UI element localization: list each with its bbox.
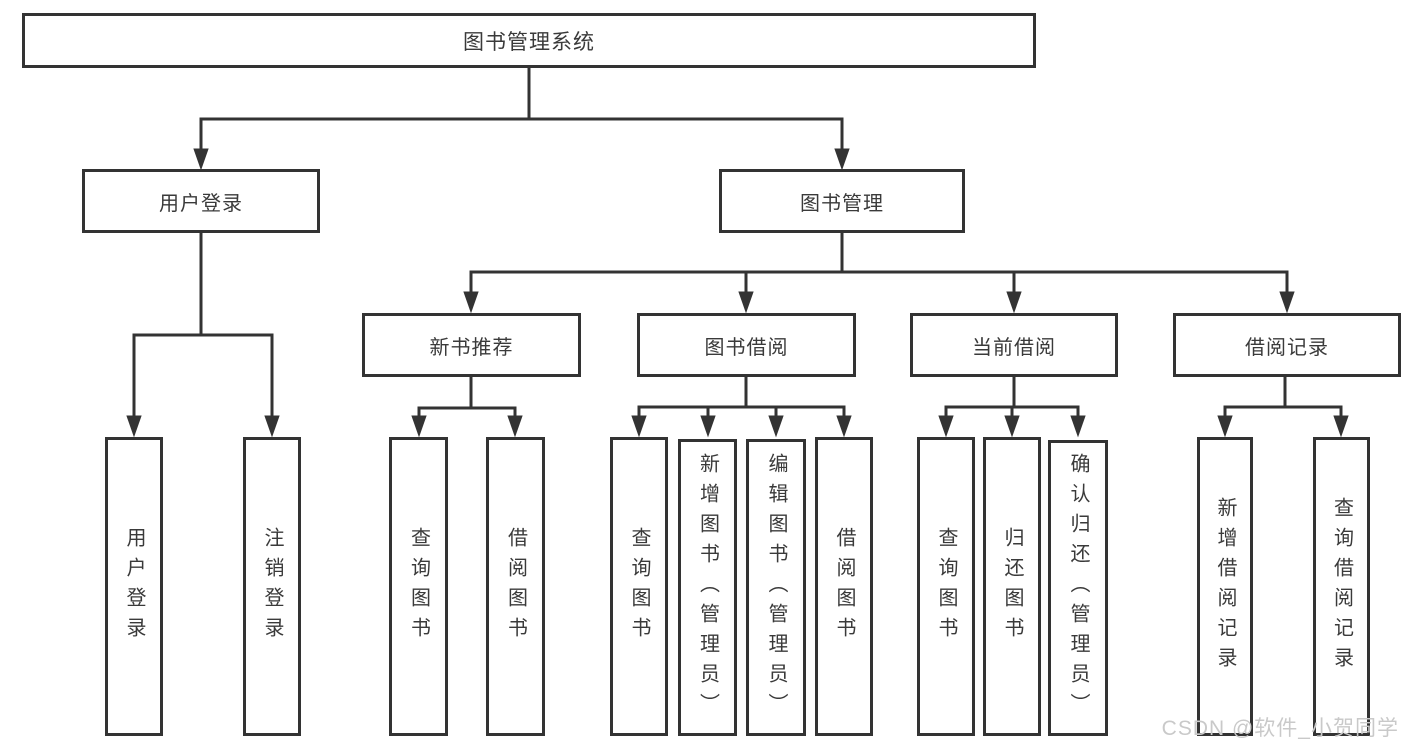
connector-recommend-to-leaves [411,377,523,438]
leaf-borrow-book-recommend: 借阅图书 [486,437,545,736]
node-borrow-record: 借阅记录 [1173,313,1401,377]
node-book-management: 图书管理 [719,169,965,233]
leaf-return-book: 归还图书 [983,437,1041,736]
leaf-user-login: 用户登录 [105,437,163,736]
node-new-book-recommend: 新书推荐 [362,313,581,377]
leaf-borrow-book-borrow: 借阅图书 [815,437,873,736]
leaf-query-book-borrow: 查询图书 [610,437,668,736]
connector-root-to-level2 [193,68,850,171]
connector-record-to-leaves [1217,377,1349,438]
leaf-query-book-recommend: 查询图书 [389,437,448,736]
node-current-borrow: 当前借阅 [910,313,1118,377]
node-book-borrow: 图书借阅 [637,313,856,377]
leaf-logout-login: 注销登录 [243,437,301,736]
node-library-management-system: 图书管理系统 [22,13,1036,68]
leaf-query-borrow-record: 查询借阅记录 [1313,437,1370,736]
connector-userlogin-to-leaves [126,233,280,438]
leaf-edit-book-admin: 编辑图书（管理员） [746,439,806,736]
leaf-query-book-current: 查询图书 [917,437,975,736]
node-user-login: 用户登录 [82,169,320,233]
leaf-add-borrow-record: 新增借阅记录 [1197,437,1253,736]
connector-bookmgmt-to-level3 [463,233,1295,314]
connector-current-to-leaves [938,377,1086,438]
connector-borrow-to-leaves [631,377,852,438]
leaf-confirm-return-admin: 确认归还（管理员） [1048,440,1108,736]
leaf-add-book-admin: 新增图书（管理员） [678,439,737,736]
